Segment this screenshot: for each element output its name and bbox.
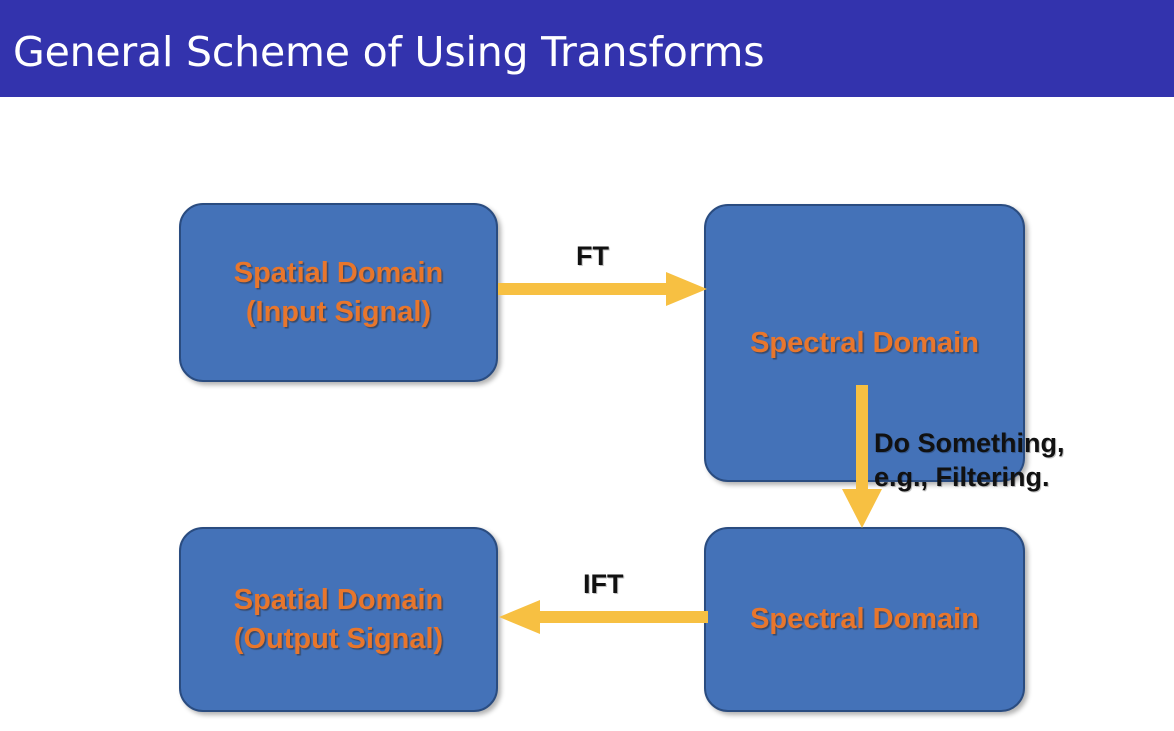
node-spectral-domain-bottom[interactable]: Spectral Domain — [704, 527, 1025, 712]
node-label: Spectral Domain — [750, 326, 979, 359]
node-label: Spectral Domain — [750, 603, 979, 636]
arrow-right-ft-icon — [498, 272, 707, 306]
arrow-left-ift-icon — [499, 600, 708, 634]
slide-title-bar: General Scheme of Using Transforms — [0, 0, 1174, 97]
edge-label-filtering: Do Something, e.g., Filtering. — [874, 428, 1065, 492]
edge-label-ft: FT — [576, 241, 609, 271]
node-spatial-domain-output[interactable]: Spatial Domain (Output Signal) — [179, 527, 498, 712]
page-title: General Scheme of Using Transforms — [13, 28, 765, 76]
arrow-down-filtering-icon — [842, 385, 882, 528]
transform-scheme-diagram: Spatial Domain (Input Signal) Spectral D… — [0, 97, 1174, 731]
edge-label-ift: IFT — [583, 569, 624, 599]
node-label: Spatial Domain (Output Signal) — [233, 584, 444, 655]
node-label: Spatial Domain (Input Signal) — [233, 257, 444, 328]
node-spatial-domain-input[interactable]: Spatial Domain (Input Signal) — [179, 203, 498, 382]
